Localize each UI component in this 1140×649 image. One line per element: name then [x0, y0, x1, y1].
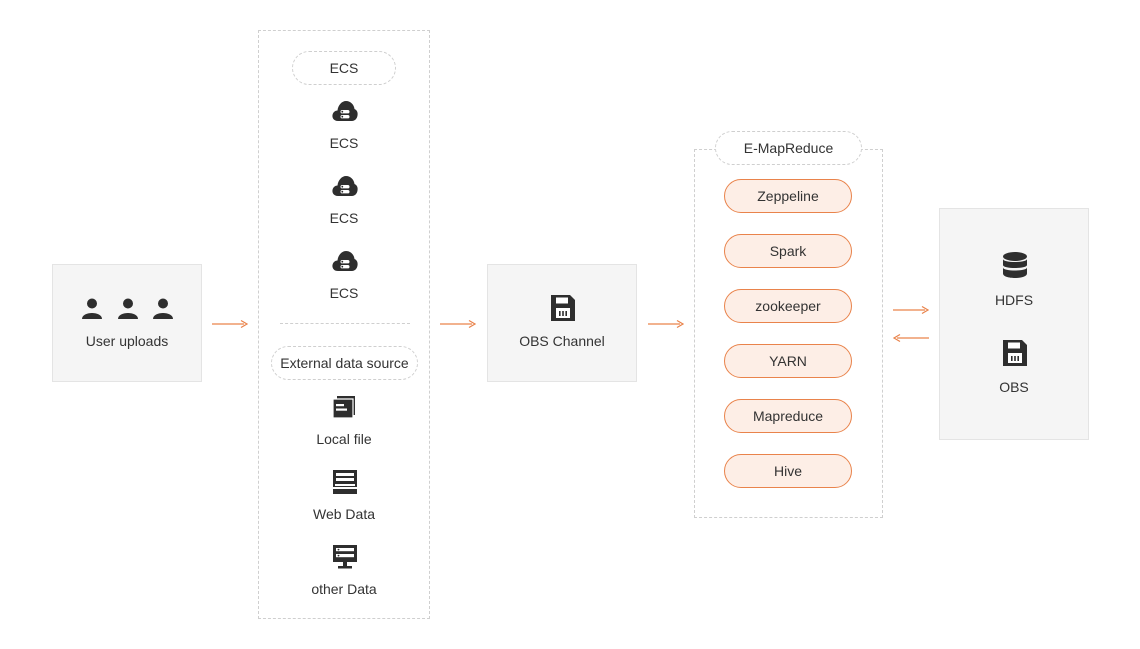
emr-component-hive: Hive: [724, 454, 852, 488]
emr-component-yarn: YARN: [724, 344, 852, 378]
flow-arrow-right: [893, 305, 929, 315]
emr-header: E-MapReduce: [715, 131, 862, 165]
emr-component-mapreduce: Mapreduce: [724, 399, 852, 433]
cloud-server-icon: [332, 176, 358, 196]
cloud-server-icon: [332, 251, 358, 271]
flow-arrow: [648, 319, 684, 329]
flow-arrow: [212, 319, 248, 329]
obs-storage-label: OBS: [999, 379, 1029, 395]
ecs-item-label: ECS: [329, 285, 359, 301]
user-icon: [153, 298, 173, 319]
user-uploads-label: User uploads: [85, 333, 169, 349]
storage-box: [939, 208, 1089, 440]
ecs-item-label: ECS: [329, 135, 359, 151]
user-icon: [82, 298, 102, 319]
floppy-disk-icon: [551, 295, 575, 321]
flow-arrow-left: [893, 333, 929, 343]
emr-component-zeppeline: Zeppeline: [724, 179, 852, 213]
obs-channel-box: [487, 264, 637, 382]
ecs-item-label: ECS: [329, 210, 359, 226]
hdfs-label: HDFS: [994, 292, 1034, 308]
external-item-label: other Data: [311, 581, 377, 597]
ingest-panel: [258, 30, 430, 619]
external-data-source-header: External data source: [271, 346, 418, 380]
external-item-label: Web Data: [313, 506, 375, 522]
ecs-header: ECS: [292, 51, 396, 85]
floppy-disk-icon: [1003, 340, 1027, 366]
emr-component-zookeeper: zookeeper: [724, 289, 852, 323]
web-data-icon: [333, 470, 357, 494]
section-divider: [280, 323, 410, 324]
user-icon: [118, 298, 138, 319]
cloud-server-icon: [332, 101, 358, 121]
emr-component-spark: Spark: [724, 234, 852, 268]
monitor-icon: [333, 545, 357, 569]
obs-channel-label: OBS Channel: [519, 333, 605, 349]
database-icon: [1003, 252, 1027, 278]
user-uploads-box: [52, 264, 202, 382]
file-icon: [333, 396, 355, 418]
external-item-label: Local file: [316, 431, 372, 447]
flow-arrow: [440, 319, 476, 329]
